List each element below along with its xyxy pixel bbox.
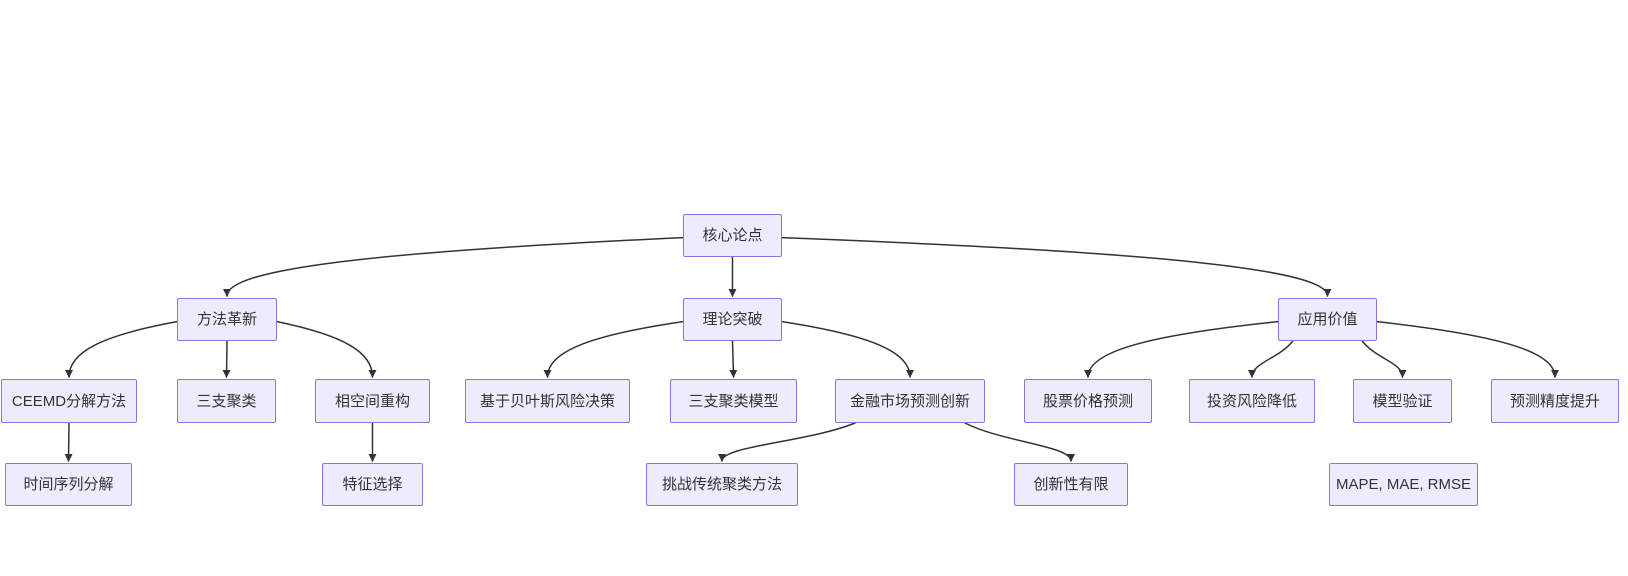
edge-theory-to-fin-innovation (781, 320, 914, 378)
node-method: 方法革新 (177, 298, 277, 341)
node-ts-decomp: 时间序列分解 (5, 463, 132, 506)
node-phase-space: 相空间重构 (315, 379, 430, 423)
node-feature: 特征选择 (322, 463, 423, 506)
node-label: 预测精度提升 (1509, 392, 1600, 410)
node-label: 金融市场预测创新 (849, 392, 970, 410)
node-label: 股票价格预测 (1042, 392, 1133, 410)
node-label: 相空间重构 (334, 392, 410, 410)
node-label: MAPE, MAE, RMSE (1335, 476, 1472, 493)
node-challenge: 挑战传统聚类方法 (646, 463, 798, 506)
node-twc-model: 三支聚类模型 (670, 379, 797, 423)
node-ceemd: CEEMD分解方法 (1, 379, 137, 423)
node-label: 三支聚类 (196, 392, 257, 410)
node-three-way: 三支聚类 (177, 379, 276, 423)
edge-method-to-ceemd (65, 320, 178, 378)
edge-root-to-application (781, 236, 1332, 297)
node-label: 创新性有限 (1033, 476, 1109, 493)
edge-method-to-three-way (222, 340, 231, 378)
node-bayes: 基于贝叶斯风险决策 (465, 379, 630, 423)
node-stock: 股票价格预测 (1024, 379, 1152, 423)
edge-method-to-phase-space (276, 320, 377, 378)
node-validation: 模型验证 (1353, 379, 1452, 423)
edge-theory-to-twc-model (729, 340, 738, 378)
node-application: 应用价值 (1278, 298, 1377, 341)
node-label: 投资风险降低 (1206, 392, 1297, 410)
node-label: 基于贝叶斯风险决策 (479, 392, 615, 410)
edge-application-to-accuracy (1376, 320, 1559, 378)
node-label: 方法革新 (196, 311, 257, 328)
node-label: 三支聚类模型 (688, 392, 779, 410)
node-theory: 理论突破 (683, 298, 782, 341)
node-root: 核心论点 (683, 214, 782, 257)
edge-theory-to-bayes (543, 320, 684, 378)
node-metrics: MAPE, MAE, RMSE (1329, 463, 1478, 506)
edge-application-to-risk (1248, 340, 1294, 378)
node-label: 时间序列分解 (23, 476, 114, 493)
edge-application-to-stock (1084, 320, 1279, 378)
node-risk: 投资风险降低 (1189, 379, 1315, 423)
edge-fin-innovation-to-limited (964, 422, 1075, 462)
node-label: 特征选择 (342, 476, 403, 493)
node-label: 模型验证 (1372, 392, 1433, 410)
node-limited: 创新性有限 (1014, 463, 1128, 506)
edge-ceemd-to-ts-decomp (64, 422, 73, 462)
edge-root-to-method (223, 236, 684, 297)
node-label: 核心论点 (702, 227, 763, 244)
edge-fin-innovation-to-challenge (718, 422, 856, 462)
node-label: 挑战传统聚类方法 (661, 476, 782, 493)
node-fin-innovation: 金融市场预测创新 (835, 379, 985, 423)
edge-application-to-validation (1361, 340, 1407, 378)
node-label: 理论突破 (702, 311, 763, 328)
node-label: 应用价值 (1297, 311, 1358, 328)
node-accuracy: 预测精度提升 (1491, 379, 1619, 423)
node-label: CEEMD分解方法 (11, 392, 127, 410)
